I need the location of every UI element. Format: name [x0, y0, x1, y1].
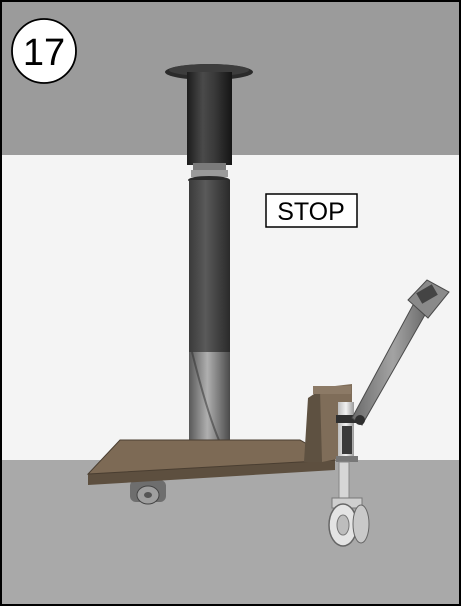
- wall: [0, 155, 461, 460]
- floor: [0, 460, 461, 606]
- pump-housing: [304, 384, 358, 462]
- stop-sign-label: STOP: [277, 198, 345, 226]
- step-number-badge: 17: [12, 19, 76, 83]
- stop-sign: STOP: [266, 194, 357, 227]
- front-roller: [130, 480, 166, 504]
- telescopic-post: [187, 72, 232, 465]
- step-number: 17: [23, 32, 65, 74]
